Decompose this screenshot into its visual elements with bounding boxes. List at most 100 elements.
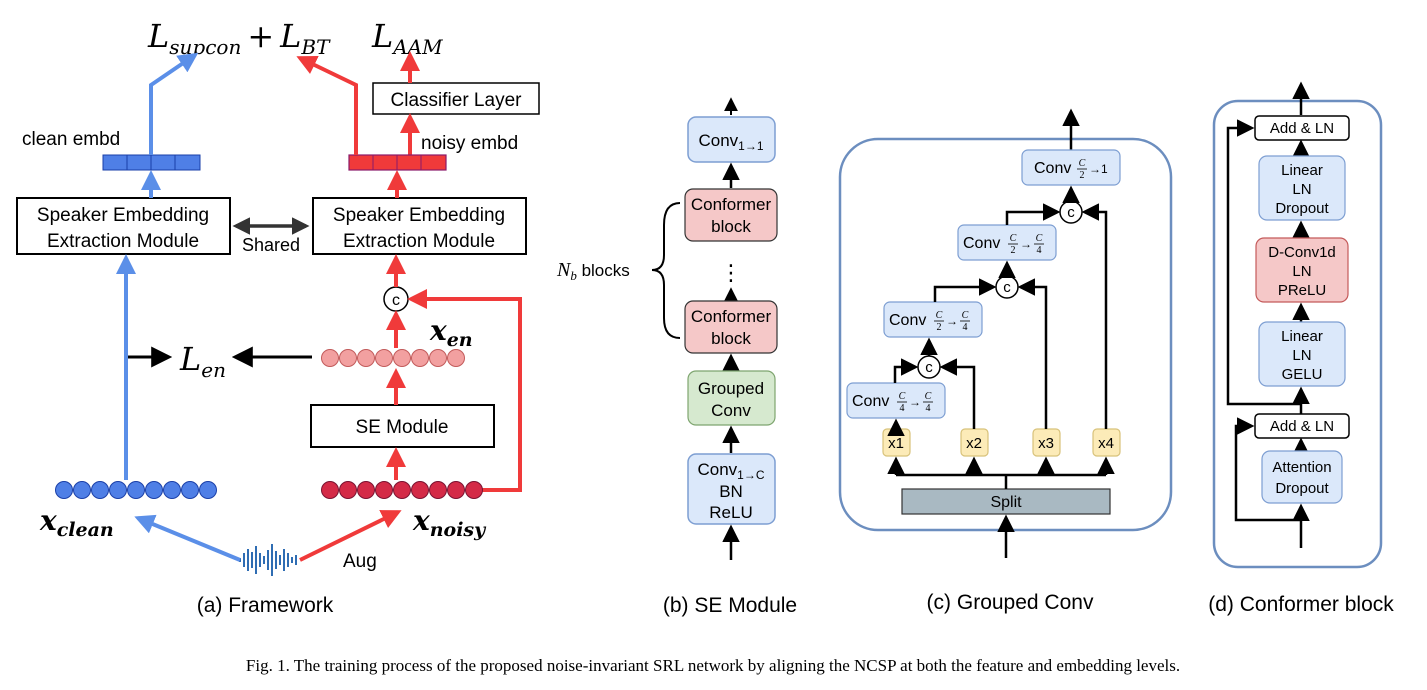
svg-text:4: 4 xyxy=(963,322,968,333)
extractor-right-line1: Speaker Embedding xyxy=(333,205,505,226)
arrow-x2-to-c xyxy=(939,358,976,429)
linear-gelu-line1: Linear xyxy=(1281,328,1323,345)
concat-symbol-a: c xyxy=(392,292,400,309)
x-en-label: xen xyxy=(429,314,473,351)
conv-1toC-line3: ReLU xyxy=(709,503,752,522)
attention-box xyxy=(1261,450,1343,504)
svg-text:→: → xyxy=(946,314,958,328)
caption-grouped-conv: (c) Grouped Conv xyxy=(927,591,1094,614)
se-module-box xyxy=(310,404,495,448)
se-ellipsis: ⋮ xyxy=(720,260,742,285)
conformer-bottom-line1: Conformer xyxy=(691,307,772,326)
svg-text:C: C xyxy=(925,391,932,402)
svg-text:C: C xyxy=(962,310,969,321)
panel-framework: Lsupcon+LBT LAAM Classifier Layer clean … xyxy=(16,17,540,617)
conformer-top-line1: Conformer xyxy=(691,195,772,214)
conformer-top-line2: block xyxy=(711,217,751,236)
grouped-conv-box xyxy=(687,370,776,426)
add-ln-top-label: Add & LN xyxy=(1270,120,1334,137)
x-noisy-label: xnoisy xyxy=(412,504,487,541)
svg-text:Conv: Conv xyxy=(1034,160,1071,177)
svg-text:4: 4 xyxy=(1037,245,1042,256)
svg-text:C: C xyxy=(1010,233,1017,244)
arrow-noisy-to-loss xyxy=(296,55,358,155)
extractor-right-box xyxy=(312,197,527,255)
dconv-line3: PReLU xyxy=(1278,282,1326,299)
svg-text:C: C xyxy=(936,310,943,321)
x1-label: x1 xyxy=(888,435,904,452)
svg-text:→: → xyxy=(1020,237,1032,251)
conv-c2-c4-lower-box xyxy=(883,301,983,338)
svg-text:→: → xyxy=(909,395,921,409)
linear-dropout-line2: LN xyxy=(1292,181,1311,198)
x-clean-sequence xyxy=(55,481,217,499)
concat-symbol-bottom: c xyxy=(925,359,933,376)
concat-symbol-top: c xyxy=(1067,204,1075,221)
arrow-conv-upper-to-c xyxy=(1005,203,1061,225)
loss-aam: LAAM xyxy=(371,17,443,59)
svg-text:4: 4 xyxy=(926,403,931,414)
dconv-line1: D-Conv1d xyxy=(1268,244,1336,261)
caption-se-module: (b) SE Module xyxy=(663,594,797,617)
linear-gelu-line2: LN xyxy=(1292,347,1311,364)
panel-grouped-conv: Conv C 2 →1 c Conv C 2 → C 4 c Conv xyxy=(838,108,1173,614)
conv-c2-c4-lower-label: Conv C 2 → C 4 xyxy=(889,310,970,333)
caption-framework: (a) Framework xyxy=(197,594,334,617)
clean-embd-label: clean embd xyxy=(22,129,120,150)
x-en-sequence xyxy=(321,349,465,367)
loss-en: Len xyxy=(179,340,226,382)
conv-1to1-label: Conv1→1 xyxy=(698,131,763,153)
conformer-block-bottom xyxy=(684,300,778,354)
extractor-left-box xyxy=(16,197,231,255)
shared-label: Shared xyxy=(242,235,300,255)
conv-1toC-box xyxy=(687,453,776,525)
attention-line2: Dropout xyxy=(1275,480,1329,497)
arrow-wave-to-noisy xyxy=(299,510,402,562)
grouped-conv-line1: Grouped xyxy=(698,379,764,398)
loss-supcon-bt: Lsupcon+LBT xyxy=(147,17,331,59)
linear-gelu-box xyxy=(1258,321,1346,387)
svg-text:C: C xyxy=(1036,233,1043,244)
svg-text:→1: →1 xyxy=(1089,162,1108,176)
split-box xyxy=(901,488,1111,515)
noisy-embedding-vector xyxy=(348,154,447,171)
conv-c2-to-1-label: Conv C 2 →1 xyxy=(1034,158,1108,181)
conformer-bottom-line2: block xyxy=(711,329,751,348)
clean-embedding-vector xyxy=(102,154,201,171)
attention-line1: Attention xyxy=(1272,459,1331,476)
arrow-x4-to-c xyxy=(1081,203,1108,429)
svg-text:2: 2 xyxy=(1011,245,1016,256)
x4-label: x4 xyxy=(1098,435,1114,452)
classifier-layer-box xyxy=(372,82,540,115)
extractor-left-line2: Extraction Module xyxy=(47,231,199,252)
arrow-conv-c4-to-c xyxy=(893,358,919,383)
panel-conformer: Add & LN Linear LN Dropout D-Conv1d LN P… xyxy=(1208,81,1394,616)
svg-text:2: 2 xyxy=(1080,170,1085,181)
caption-conformer: (d) Conformer block xyxy=(1208,593,1394,616)
conformer-block-top xyxy=(684,188,778,242)
grouped-conv-line2: Conv xyxy=(711,401,751,420)
arrow-x3-to-c xyxy=(1017,278,1048,429)
nb-blocks-label: Nb blocks xyxy=(556,259,630,283)
conv-c2-to-1-box xyxy=(1021,149,1121,186)
classifier-layer-label: Classifier Layer xyxy=(391,90,523,111)
svg-text:C: C xyxy=(1079,158,1086,169)
dconv-line2: LN xyxy=(1292,263,1311,280)
x3-label: x3 xyxy=(1038,435,1054,452)
x-noisy-sequence xyxy=(321,481,483,499)
residual-upper xyxy=(1226,119,1301,406)
se-module-label: SE Module xyxy=(356,417,449,438)
noisy-embd-label: noisy embd xyxy=(421,133,518,154)
residual-lower xyxy=(1234,417,1301,522)
waveform-icon xyxy=(239,544,297,576)
add-ln-bottom-label: Add & LN xyxy=(1270,418,1334,435)
conformer-frame xyxy=(1212,99,1383,569)
svg-text:4: 4 xyxy=(900,403,905,414)
conv-c2-c4-upper-label: Conv C 2 → C 4 xyxy=(963,233,1044,256)
svg-text:C: C xyxy=(899,391,906,402)
linear-dropout-line3: Dropout xyxy=(1275,200,1329,217)
split-label: Split xyxy=(990,494,1022,511)
conv-c4-c4-label: Conv C 4 → C 4 xyxy=(852,391,933,414)
arrow-conv-lower-to-c xyxy=(933,278,997,302)
